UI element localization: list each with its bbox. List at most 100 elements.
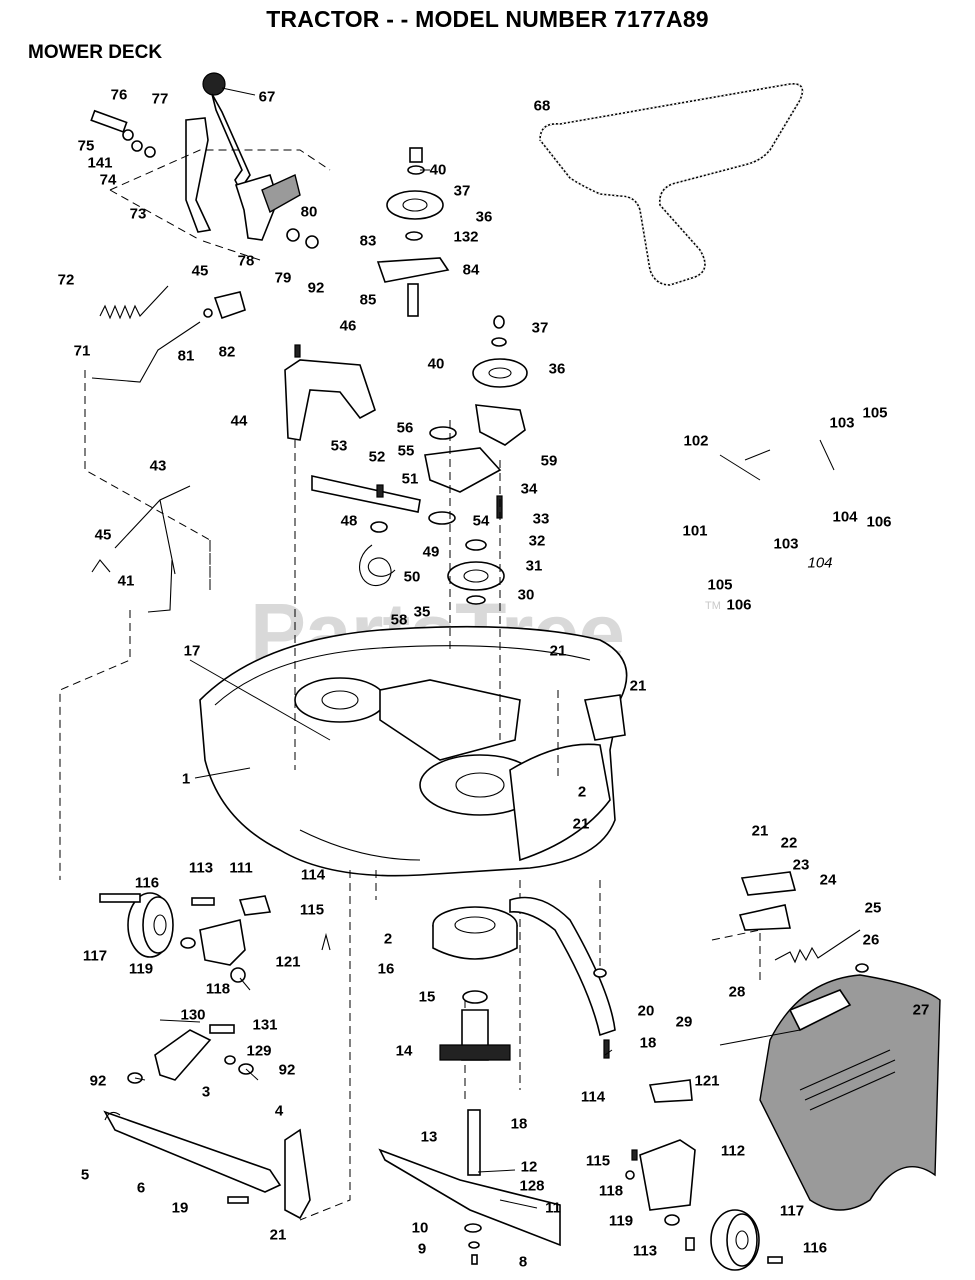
callout-label: 12 xyxy=(520,1158,538,1176)
callout-label: 67 xyxy=(258,88,276,106)
callout-label: 105 xyxy=(707,576,733,594)
callout-label: 103 xyxy=(773,535,799,553)
callout-label: 53 xyxy=(330,437,348,455)
callout-label: 45 xyxy=(191,262,209,280)
callout-label: 40 xyxy=(429,161,447,179)
callout-label: 101 xyxy=(682,522,708,540)
spring-rod-parts[interactable] xyxy=(84,285,246,590)
callout-label: 4 xyxy=(274,1102,284,1120)
callout-label: 6 xyxy=(136,1179,146,1197)
callout-label: 121 xyxy=(694,1072,720,1090)
callout-label: 5 xyxy=(80,1166,90,1184)
callout-label: 106 xyxy=(866,513,892,531)
callout-label: 49 xyxy=(422,543,440,561)
callout-label: 10 xyxy=(411,1219,429,1237)
callout-label: 32 xyxy=(528,532,546,550)
rear-bracket-assembly[interactable] xyxy=(711,871,869,980)
callout-label: 9 xyxy=(417,1240,427,1258)
callout-label: 76 xyxy=(110,86,128,104)
callout-label: 36 xyxy=(548,360,566,378)
callout-label: 37 xyxy=(531,319,549,337)
gauge-wheel-right[interactable] xyxy=(625,1079,783,1271)
callout-label: 21 xyxy=(751,822,769,840)
callout-label: 29 xyxy=(675,1013,693,1031)
callout-label: 37 xyxy=(453,182,471,200)
callout-label: 113 xyxy=(188,859,214,877)
callout-label: 31 xyxy=(525,557,543,575)
callout-label: 84 xyxy=(462,261,480,279)
callout-label: 43 xyxy=(149,457,167,475)
callout-label: 104 xyxy=(807,554,833,572)
callout-label: 85 xyxy=(359,291,377,309)
leader-lines xyxy=(134,87,835,1209)
callout-label: 129 xyxy=(246,1042,272,1060)
callout-label: 2 xyxy=(383,930,393,948)
callout-label: 56 xyxy=(396,419,414,437)
callout-label: 68 xyxy=(533,97,551,115)
callout-label: 55 xyxy=(397,442,415,460)
callout-label: 15 xyxy=(418,988,436,1006)
callout-label: 121 xyxy=(275,953,301,971)
callout-label: 74 xyxy=(99,171,117,189)
callout-label: 20 xyxy=(637,1002,655,1020)
lift-lever-assembly[interactable] xyxy=(90,72,331,261)
callout-label: 33 xyxy=(532,510,550,528)
callout-label: 77 xyxy=(151,90,169,108)
callout-label: 131 xyxy=(252,1016,278,1034)
callout-label: 16 xyxy=(377,960,395,978)
callout-label: 119 xyxy=(128,960,154,978)
callout-label: 21 xyxy=(629,677,647,695)
callout-label: 8 xyxy=(518,1253,528,1271)
callout-label: 40 xyxy=(427,355,445,373)
callout-label: 117 xyxy=(779,1202,805,1220)
callout-label: 113 xyxy=(632,1242,658,1260)
discharge-chute[interactable] xyxy=(719,974,941,1211)
belt-part[interactable] xyxy=(539,83,804,286)
callout-label: 78 xyxy=(237,252,255,270)
belt-guide[interactable] xyxy=(284,344,376,441)
callout-label: 92 xyxy=(89,1072,107,1090)
belt-guide-rod[interactable] xyxy=(509,896,616,1059)
callout-label: 141 xyxy=(87,154,113,172)
callout-label: 17 xyxy=(183,642,201,660)
callout-label: 73 xyxy=(129,205,147,223)
callout-label: 44 xyxy=(230,412,248,430)
callout-label: 36 xyxy=(475,208,493,226)
callout-label: 105 xyxy=(862,404,888,422)
callout-label: 21 xyxy=(572,815,590,833)
callout-label: 92 xyxy=(278,1061,296,1079)
mower-deck[interactable] xyxy=(199,625,628,877)
callout-label: 115 xyxy=(299,901,325,919)
callout-label: 72 xyxy=(57,271,75,289)
callout-label: 27 xyxy=(912,1001,930,1019)
callout-label: 26 xyxy=(862,931,880,949)
callout-label: 58 xyxy=(390,611,408,629)
callout-label: 24 xyxy=(819,871,837,889)
callout-label: 51 xyxy=(401,470,419,488)
callout-label: 45 xyxy=(94,526,112,544)
lift-link-parts[interactable] xyxy=(59,485,211,880)
callout-label: 132 xyxy=(453,228,479,246)
section-title: MOWER DECK xyxy=(28,42,163,63)
callout-label: 13 xyxy=(420,1128,438,1146)
spindle-assembly[interactable] xyxy=(378,906,561,1265)
callout-label: 14 xyxy=(395,1042,413,1060)
callout-label: 23 xyxy=(792,856,810,874)
front-link-assembly[interactable] xyxy=(103,1019,311,1220)
callout-label: 52 xyxy=(368,448,386,466)
callout-label: 30 xyxy=(517,586,535,604)
callout-label: 116 xyxy=(134,874,160,892)
callout-label: 115 xyxy=(585,1152,611,1170)
callout-label: 25 xyxy=(864,899,882,917)
callout-label: 50 xyxy=(403,568,421,586)
callout-label: 83 xyxy=(359,232,377,250)
callout-label: 18 xyxy=(639,1034,657,1052)
callout-label: 114 xyxy=(300,866,326,884)
gauge-wheel-left[interactable] xyxy=(99,892,331,983)
callout-label: 92 xyxy=(307,279,325,297)
callout-label: 111 xyxy=(229,859,253,877)
callout-label: 41 xyxy=(117,572,135,590)
callout-label: 82 xyxy=(218,343,236,361)
callout-label: 103 xyxy=(829,414,855,432)
